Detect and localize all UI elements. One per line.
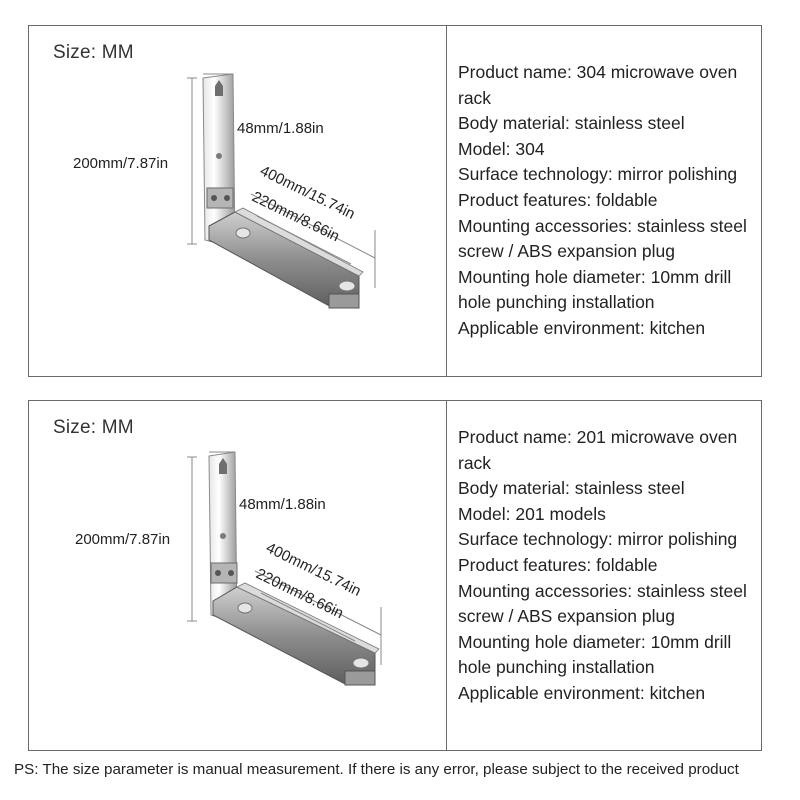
- product-image-304: Size: MM: [28, 25, 447, 377]
- spec-line: Model: 304: [458, 138, 545, 159]
- spec-line: Mounting hole diameter: 10mm drill: [458, 631, 732, 652]
- width-dimension-label: 48mm/1.88in: [239, 496, 326, 513]
- bracket-diagram: 200mm/7.87in 48mm/1.88in 400mm/15.74in 2…: [73, 73, 376, 309]
- spec-line: Body material: stainless steel: [458, 478, 685, 499]
- bracket-diagram: 200mm/7.87in 48mm/1.88in 400mm/15.74in 2…: [75, 451, 382, 686]
- spec-line: Surface technology: mirror polishing: [458, 529, 738, 550]
- spec-line: Mounting hole diameter: 10mm drill: [458, 266, 732, 287]
- spec-line: Mounting accessories: stainless steel: [458, 215, 747, 236]
- spec-line: screw / ABS expansion plug: [458, 241, 675, 262]
- spec-line: hole punching installation: [458, 657, 655, 678]
- product-image-201: Size: MM: [28, 400, 447, 751]
- height-dimension-label: 200mm/7.87in: [73, 155, 168, 172]
- size-label: Size: MM: [53, 417, 134, 438]
- spec-line: rack: [458, 452, 492, 473]
- spec-line: Product name: 304 microwave oven: [458, 62, 738, 82]
- spec-line: screw / ABS expansion plug: [458, 606, 675, 627]
- spec-list-304: Product name: 304 microwave oven rack Bo…: [458, 60, 758, 342]
- spec-line: Model: 201 models: [458, 503, 606, 524]
- spec-line: Product features: foldable: [458, 189, 658, 210]
- height-dimension-label: 200mm/7.87in: [75, 531, 170, 548]
- spec-line: Mounting accessories: stainless steel: [458, 580, 747, 601]
- spec-line: Surface technology: mirror polishing: [458, 164, 738, 185]
- spec-line: Applicable environment: kitchen: [458, 682, 706, 703]
- width-dimension-label: 48mm/1.88in: [237, 120, 324, 137]
- spec-line: hole punching installation: [458, 292, 655, 313]
- measurement-disclaimer: PS: The size parameter is manual measure…: [14, 761, 739, 778]
- spec-line: Body material: stainless steel: [458, 113, 685, 134]
- spec-line: Product features: foldable: [458, 554, 658, 575]
- spec-line: Product name: 201 microwave oven: [458, 427, 738, 447]
- spec-line: rack: [458, 87, 492, 108]
- spec-list-201: Product name: 201 microwave oven rack Bo…: [458, 425, 758, 707]
- size-label: Size: MM: [53, 42, 134, 63]
- spec-line: Applicable environment: kitchen: [458, 317, 706, 338]
